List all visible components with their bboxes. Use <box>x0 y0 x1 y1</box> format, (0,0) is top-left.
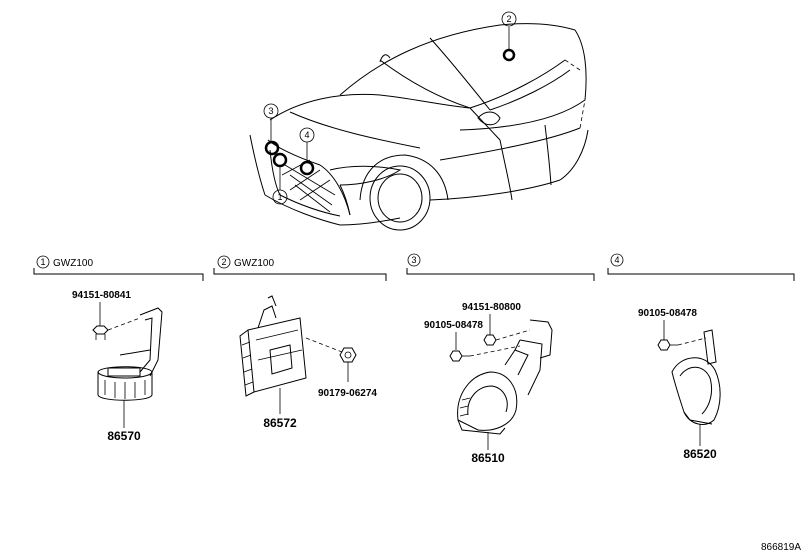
callout-4-label: 4 <box>304 130 309 140</box>
car-illustration: 2 3 4 1 <box>249 11 589 231</box>
section-model-2: GWZ100 <box>234 258 274 269</box>
callout-1 <box>272 189 288 205</box>
section-header-3: 3 <box>406 253 595 281</box>
part-number-94151-80841[interactable]: 94151-80841 <box>72 290 131 301</box>
callout-2 <box>501 11 517 27</box>
bolt-icon <box>92 325 109 340</box>
bolt-icon <box>657 339 678 351</box>
callout-1-label: 1 <box>277 192 282 202</box>
callout-3 <box>263 103 279 119</box>
part-group-86570: 94151-80841 86570 <box>72 290 163 443</box>
section-model-1: GWZ100 <box>53 258 93 269</box>
location-marker-2 <box>502 48 516 62</box>
part-group-86510: 94151-80800 90105-08478 86510 <box>424 302 553 465</box>
callout-4 <box>299 127 315 143</box>
section-number-2: 2 <box>221 257 226 267</box>
location-marker-1 <box>272 152 288 168</box>
part-number-94151-80800[interactable]: 94151-80800 <box>462 302 521 313</box>
bolt-icon <box>449 350 470 362</box>
part-number-90105-08478-b[interactable]: 90105-08478 <box>638 308 697 319</box>
nut-icon <box>339 347 357 363</box>
nut-icon <box>483 334 497 346</box>
section-number-1: 1 <box>40 257 45 267</box>
location-marker-3 <box>264 140 280 156</box>
part-group-86572: 90179-06274 86572 <box>239 295 377 430</box>
section-number-3: 3 <box>411 255 416 265</box>
diagram-reference-number: 866819A <box>761 542 801 553</box>
part-number-90179-06274[interactable]: 90179-06274 <box>318 388 377 399</box>
location-marker-4 <box>299 160 315 176</box>
part-number-86570[interactable]: 86570 <box>107 429 141 443</box>
section-header-1: 1 GWZ100 <box>33 255 204 281</box>
part-number-86510[interactable]: 86510 <box>471 451 505 465</box>
part-number-90105-08478-a[interactable]: 90105-08478 <box>424 320 483 331</box>
part-group-86520: 90105-08478 86520 <box>638 308 721 461</box>
section-header-4: 4 <box>607 253 795 281</box>
part-number-86572[interactable]: 86572 <box>263 416 297 430</box>
callout-3-label: 3 <box>268 106 273 116</box>
section-number-4: 4 <box>614 255 619 265</box>
callout-2-label: 2 <box>506 14 511 24</box>
section-header-2: 2 GWZ100 <box>213 255 387 281</box>
part-number-86520[interactable]: 86520 <box>683 447 717 461</box>
